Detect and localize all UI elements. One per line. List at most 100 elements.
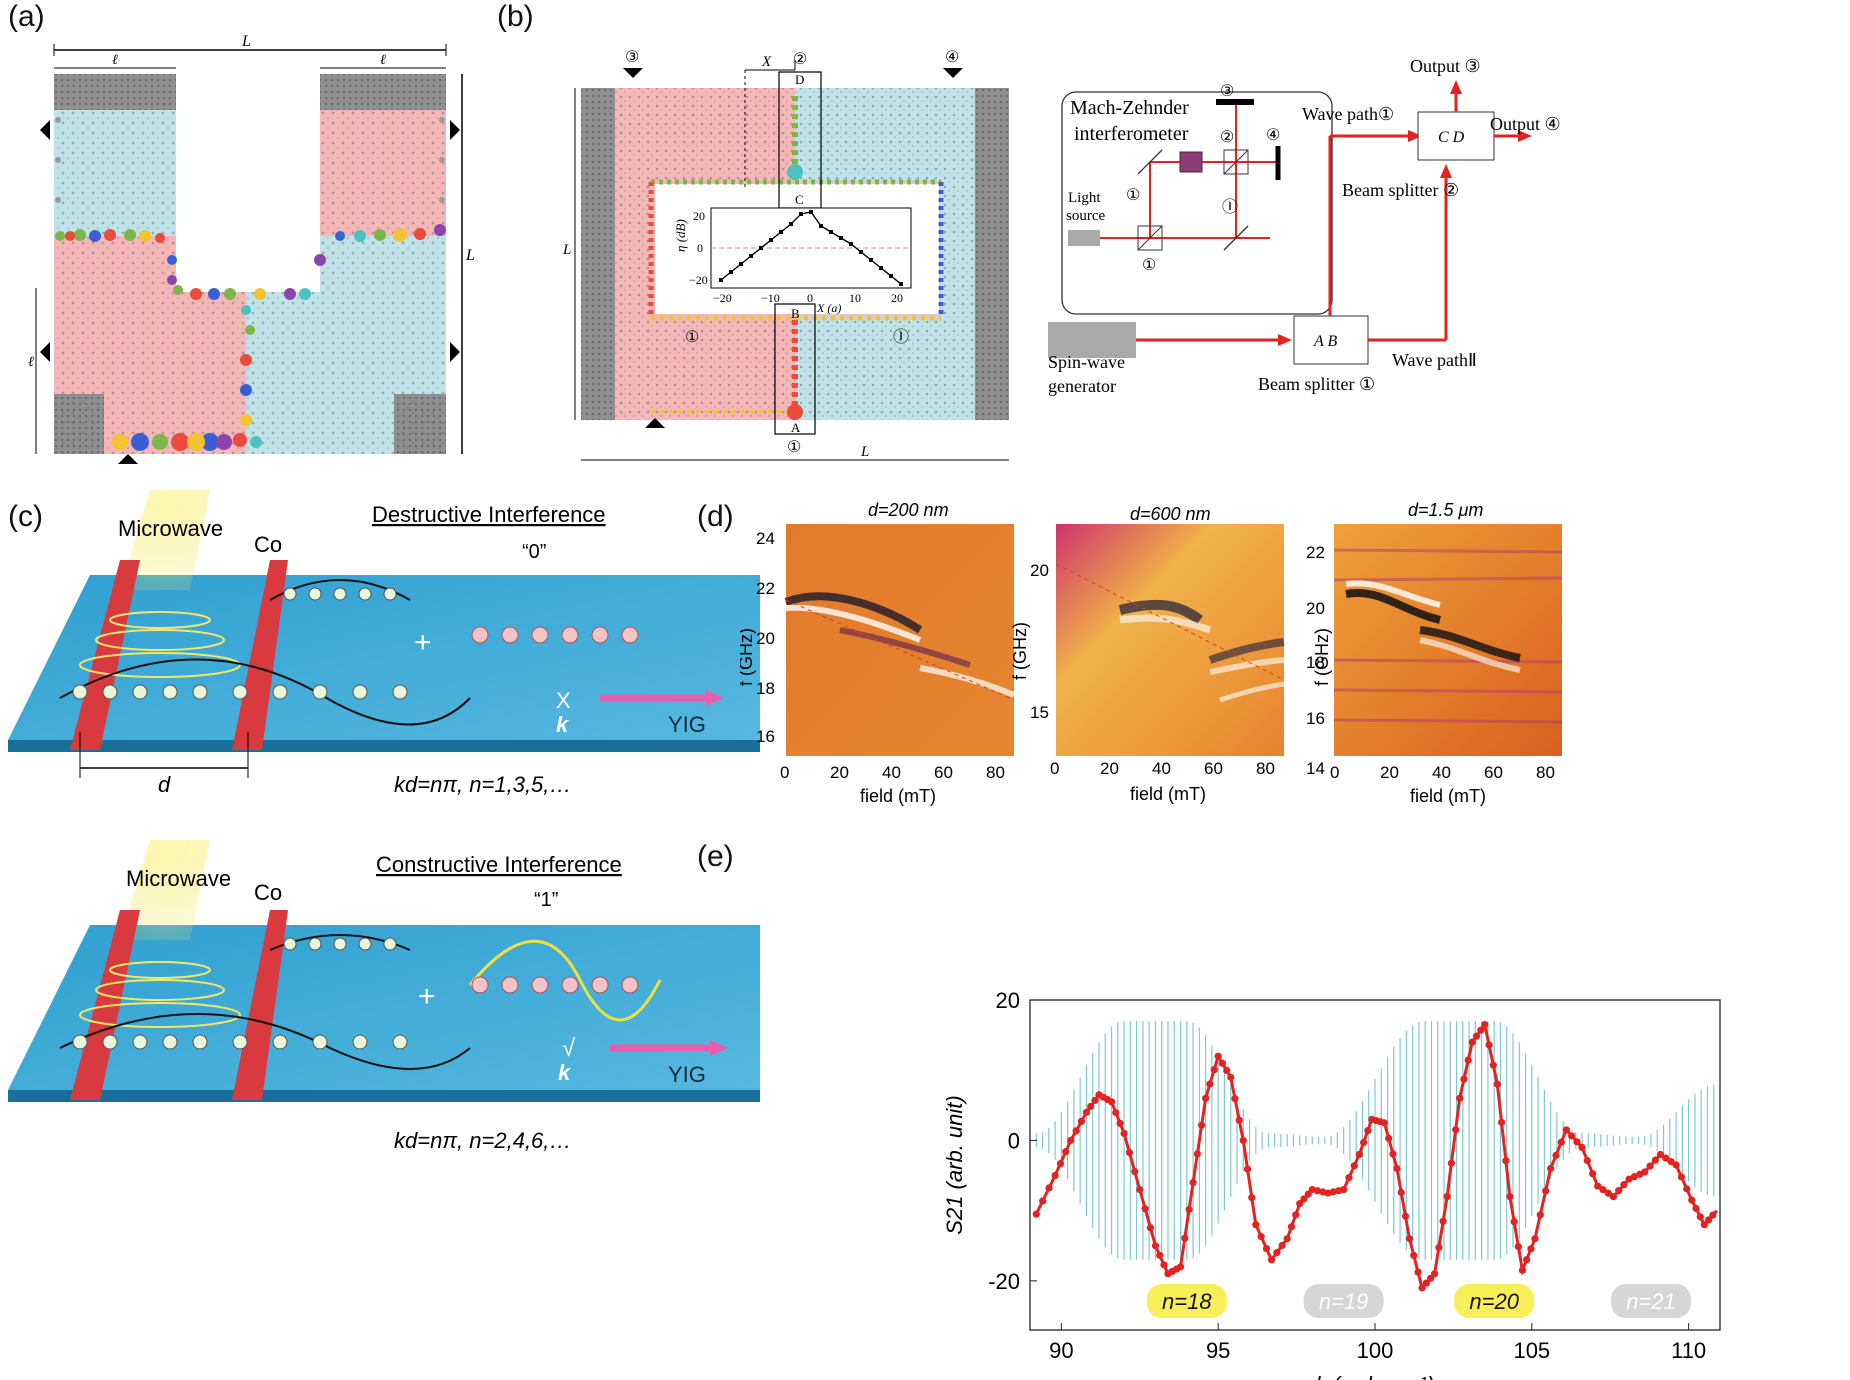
data-point xyxy=(1641,1168,1649,1176)
map3-x60: 60 xyxy=(1484,763,1503,782)
inset-ytick-neg20: −20 xyxy=(689,273,708,287)
inset-ylabel: η (dB) xyxy=(673,219,688,252)
data-point xyxy=(1218,1059,1227,1067)
map3-x0: 0 xyxy=(1330,763,1339,782)
map-d600 xyxy=(1055,524,1285,756)
map1-y16: 16 xyxy=(756,727,775,746)
map3-x40: 40 xyxy=(1432,763,1451,782)
data-point xyxy=(1087,1102,1095,1110)
ab-box: A B xyxy=(1313,333,1337,350)
light-source-1: Light xyxy=(1068,190,1101,206)
map1-title: d=200 nm xyxy=(868,500,949,520)
light-source-2: source xyxy=(1066,208,1105,224)
node-D: D xyxy=(795,72,804,87)
data-point xyxy=(1364,1126,1372,1135)
data-point xyxy=(1506,1192,1514,1201)
data-point xyxy=(1464,1056,1472,1064)
data-point xyxy=(1527,1245,1535,1253)
plus-bottom: + xyxy=(418,980,436,1013)
data-point xyxy=(1125,1148,1134,1157)
inset-ytick-20: 20 xyxy=(693,209,705,223)
bit-0: “0” xyxy=(522,541,546,563)
data-point xyxy=(1583,1156,1591,1165)
data-point xyxy=(1278,1241,1286,1250)
data-point xyxy=(1283,1235,1291,1243)
data-point xyxy=(1039,1197,1047,1205)
edge-state-beads xyxy=(55,117,446,451)
beam-splitter-2: Beam splitter ② xyxy=(1342,180,1459,200)
data-point xyxy=(1181,1234,1189,1242)
data-point xyxy=(1510,1218,1518,1226)
yig-bottom: YIG xyxy=(668,1062,706,1087)
dim-X: X xyxy=(761,54,772,70)
data-point xyxy=(1646,1162,1654,1170)
data-point xyxy=(1435,1243,1443,1252)
data-point xyxy=(1589,1170,1597,1178)
beam-splitter-1: Beam splitter ① xyxy=(1258,374,1375,394)
data-point xyxy=(1223,1066,1231,1075)
region-I: ① xyxy=(685,329,699,346)
data-point xyxy=(1452,1126,1460,1134)
map2-x40: 40 xyxy=(1152,759,1171,778)
data-point xyxy=(1193,1150,1201,1158)
data-point xyxy=(1704,1216,1713,1224)
panel-b-lattice: D C B A ③ ② ④ ① L L X ① Ⓘ η (dB) 20 0 −2… xyxy=(562,49,1009,461)
y-tick-label: -20 xyxy=(988,1269,1020,1294)
x-tick-label: 90 xyxy=(1049,1338,1073,1363)
map3-y14: 14 xyxy=(1306,759,1325,778)
mz-circ-1b: ① xyxy=(1142,257,1156,274)
data-point xyxy=(1692,1204,1700,1213)
data-point xyxy=(1131,1168,1139,1176)
data-point xyxy=(1385,1134,1393,1142)
panel-a-figure: L ℓ ℓ L ℓ xyxy=(28,33,475,464)
map2-x20: 20 xyxy=(1100,759,1119,778)
map3-x80: 80 xyxy=(1536,763,1555,782)
data-point xyxy=(1235,1116,1243,1124)
map1-x20: 20 xyxy=(830,763,849,782)
data-point xyxy=(1107,1098,1116,1106)
data-point xyxy=(1202,1094,1210,1102)
data-point xyxy=(1502,1157,1510,1165)
port-4: ④ xyxy=(945,49,959,66)
data-point xyxy=(1056,1159,1065,1168)
data-point xyxy=(1523,1255,1531,1264)
d-label: d xyxy=(158,772,171,797)
port-3: ③ xyxy=(625,49,639,66)
data-point xyxy=(1468,1038,1476,1046)
y-tick-label: 20 xyxy=(996,990,1020,1013)
dim-Ly-b: L xyxy=(562,242,571,258)
inset-xtick-10: 10 xyxy=(849,291,861,305)
edge-beads-b xyxy=(648,96,944,420)
data-point xyxy=(1615,1187,1623,1195)
data-point xyxy=(1700,1221,1708,1229)
data-point xyxy=(1345,1174,1353,1182)
formula-bottom: kd=nπ, n=2,4,6,… xyxy=(394,1128,571,1153)
data-point xyxy=(1485,1041,1493,1049)
data-point xyxy=(1210,1066,1218,1074)
data-point xyxy=(1350,1162,1358,1170)
annotation-label: n=18 xyxy=(1162,1289,1212,1314)
dim-Ly: L xyxy=(465,247,475,264)
x-tick-label: 110 xyxy=(1671,1338,1706,1363)
mz-circ-1a: ① xyxy=(1126,187,1140,204)
data-point xyxy=(1656,1150,1665,1159)
data-point xyxy=(1091,1096,1099,1105)
data-point xyxy=(1456,1094,1464,1102)
data-point xyxy=(1536,1211,1544,1219)
data-point xyxy=(1410,1251,1418,1260)
data-point xyxy=(1300,1195,1308,1203)
data-point xyxy=(1051,1171,1059,1180)
data-point xyxy=(1562,1126,1570,1134)
data-point xyxy=(1340,1185,1348,1194)
data-point xyxy=(1206,1080,1214,1088)
data-point xyxy=(1430,1270,1439,1278)
data-point xyxy=(1439,1217,1447,1225)
dim-Lx: L xyxy=(241,33,251,50)
mz-circ-3: ③ xyxy=(1220,83,1234,100)
data-point xyxy=(1160,1261,1168,1269)
destructive-diagram xyxy=(8,490,760,778)
wave-path-2: Wave pathⅡ xyxy=(1392,350,1477,370)
map3-y22: 22 xyxy=(1306,543,1325,562)
inset-eta-plot: η (dB) 20 0 −20 −20 −10 0 10 20 X (a) xyxy=(673,207,912,315)
